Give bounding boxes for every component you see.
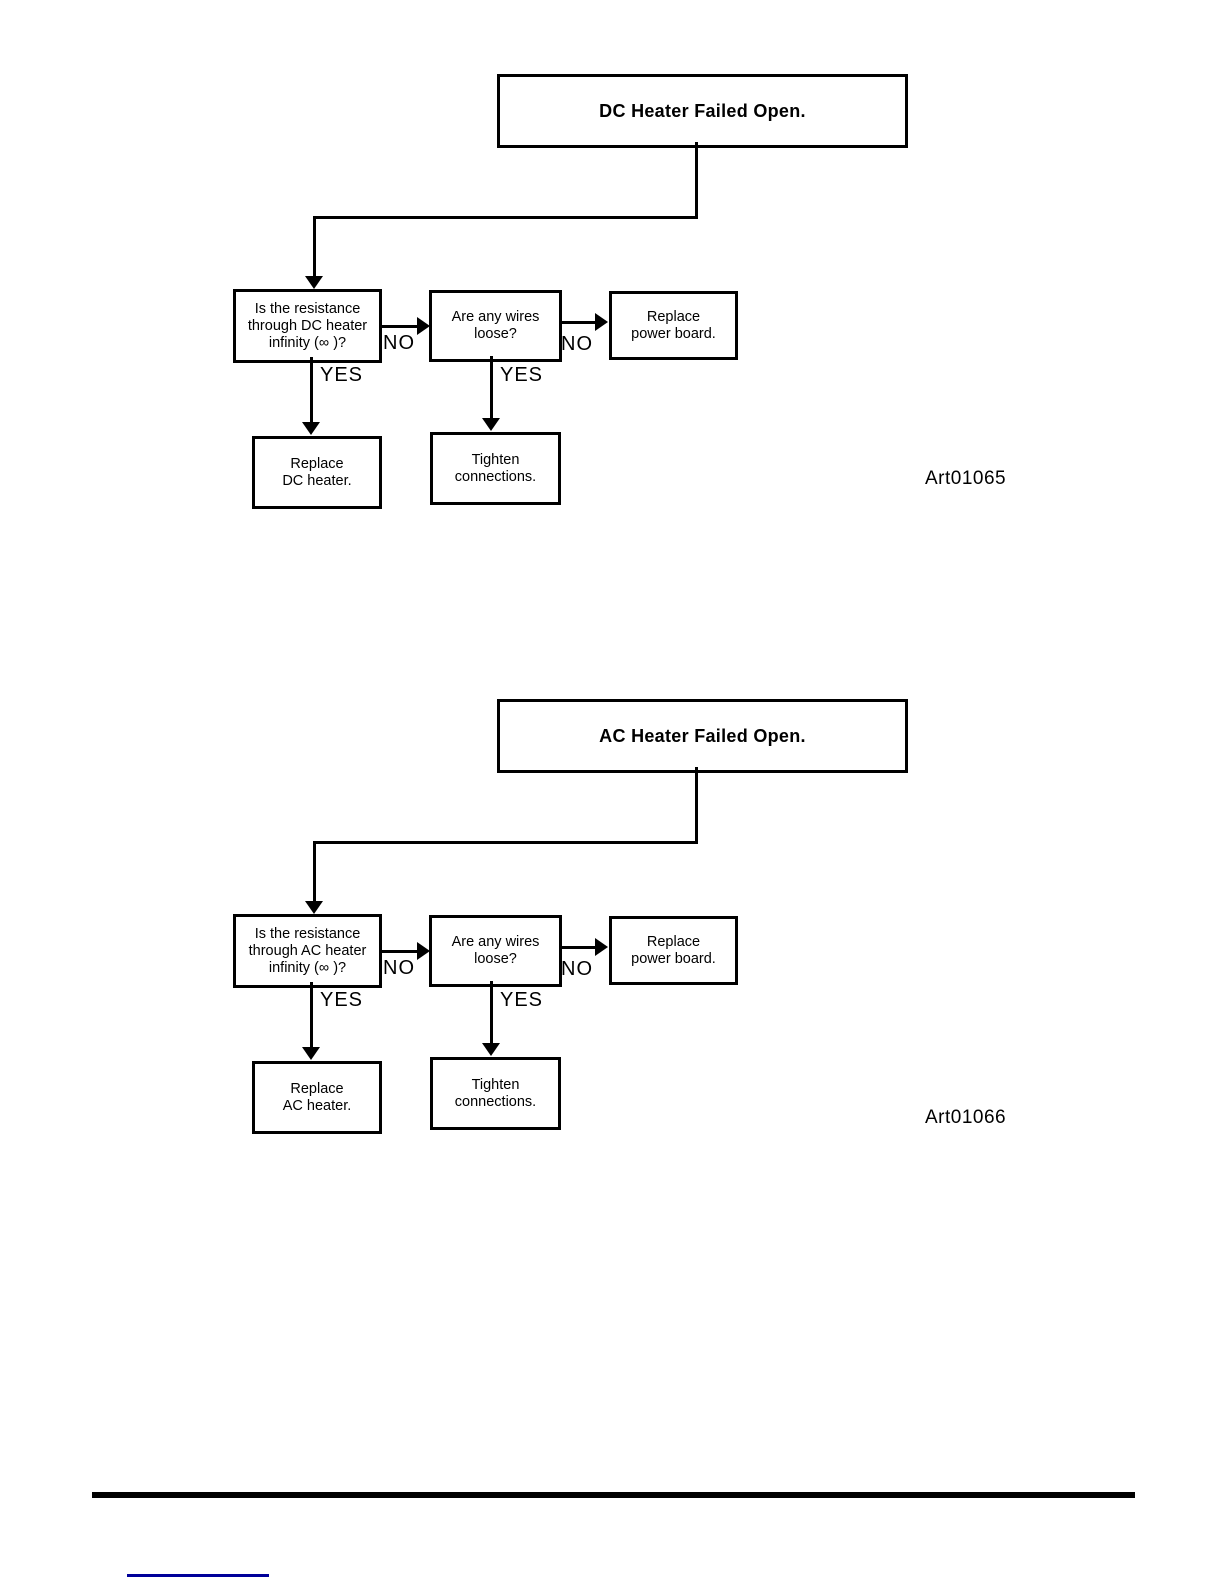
node-text-line: Tighten (471, 1076, 520, 1093)
connector-line (695, 767, 698, 844)
arrow-down-icon (302, 422, 320, 435)
node-ac-title: AC Heater Failed Open. (497, 699, 908, 773)
connector-line (490, 356, 493, 418)
arrow-right-icon (417, 317, 430, 335)
node-text-line: Are any wires (451, 934, 540, 950)
node-text-line: Replace (290, 1080, 344, 1097)
arrow-down-icon (305, 901, 323, 914)
node-replace-ac-heater: Replace AC heater. (252, 1061, 382, 1134)
node-text-line: through DC heater (247, 317, 368, 334)
node-text-line: infinity (∞ )? (268, 334, 347, 351)
arrow-down-icon (302, 1047, 320, 1060)
arrow-down-icon (482, 418, 500, 431)
footer-link-underline[interactable] (127, 1574, 269, 1577)
connector-line (379, 950, 418, 953)
node-text-line: Is the resistance (254, 925, 361, 942)
connector-line (559, 321, 596, 324)
node-dc-replace-power-board: Replace power board. (609, 291, 738, 360)
arrow-right-icon (417, 942, 430, 960)
edge-label-no: NO (561, 333, 593, 355)
node-text-line: Replace (646, 308, 701, 325)
connector-line (310, 357, 313, 422)
node-text-line: loose? (474, 951, 517, 967)
node-ac-tighten-connections: Tighten connections. (430, 1057, 561, 1130)
connector-line (313, 841, 698, 844)
connector-line (313, 841, 316, 903)
art-number-label: Art01066 (925, 1107, 1007, 1128)
edge-label-no: NO (561, 958, 593, 980)
node-ac-title-text: AC Heater Failed Open. (599, 725, 806, 746)
node-dc-title: DC Heater Failed Open. (497, 74, 908, 148)
node-text-line: infinity (∞ )? (268, 959, 347, 976)
edge-label-yes: YES (320, 364, 364, 386)
node-replace-dc-heater: Replace DC heater. (252, 436, 382, 509)
connector-line (310, 982, 313, 1047)
node-dc-resistance-question: Is the resistance through DC heater infi… (233, 289, 382, 363)
node-text-line: Replace (646, 933, 701, 950)
node-text-line: AC heater. (282, 1097, 352, 1114)
edge-label-yes: YES (500, 989, 544, 1011)
footer-divider-rule (92, 1492, 1135, 1498)
node-text-line: Are any wires (451, 309, 540, 325)
arrow-down-icon (482, 1043, 500, 1056)
node-text-line: DC heater. (282, 472, 352, 489)
connector-line (490, 981, 493, 1043)
node-text-line: connections. (454, 1093, 537, 1110)
node-text-line: through AC heater (248, 942, 367, 959)
connector-line (313, 216, 698, 219)
flowchart-dc-heater-failed-open: DC Heater Failed Open. Is the resistance… (0, 74, 1224, 519)
connector-line (379, 325, 418, 328)
edge-label-yes: YES (500, 364, 544, 386)
node-text-line: loose? (474, 326, 517, 342)
node-text-line: Replace (290, 455, 344, 472)
node-text-line: power board. (631, 950, 716, 967)
arrow-right-icon (595, 313, 608, 331)
arrow-right-icon (595, 938, 608, 956)
node-ac-wires-loose-question: Are any wires loose? (429, 915, 562, 987)
art-number-label: Art01065 (925, 468, 1007, 489)
edge-label-no: NO (383, 957, 415, 979)
arrow-down-icon (305, 276, 323, 289)
flowchart-ac-heater-failed-open: AC Heater Failed Open. Is the resistance… (0, 699, 1224, 1144)
connector-line (559, 946, 596, 949)
edge-label-yes: YES (320, 989, 364, 1011)
node-ac-replace-power-board: Replace power board. (609, 916, 738, 985)
node-dc-title-text: DC Heater Failed Open. (599, 100, 806, 121)
node-text-line: Is the resistance (254, 300, 361, 317)
node-dc-wires-loose-question: Are any wires loose? (429, 290, 562, 362)
node-text-line: power board. (631, 325, 716, 342)
node-ac-resistance-question: Is the resistance through AC heater infi… (233, 914, 382, 988)
edge-label-no: NO (383, 332, 415, 354)
node-text-line: connections. (454, 468, 537, 485)
node-text-line: Tighten (471, 451, 520, 468)
connector-line (313, 216, 316, 278)
connector-line (695, 142, 698, 219)
node-dc-tighten-connections: Tighten connections. (430, 432, 561, 505)
